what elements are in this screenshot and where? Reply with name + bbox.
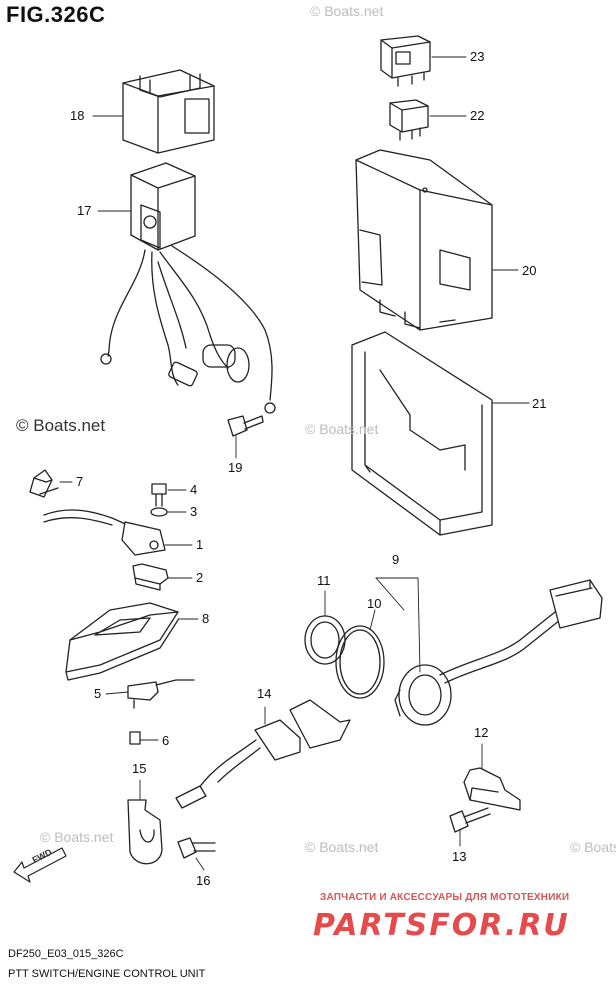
part-16-bolt [177, 837, 216, 859]
callout-12: 12 [474, 725, 489, 740]
figure-title: FIG.326C [6, 2, 106, 27]
watermark-center: © Boats.net [16, 417, 105, 434]
callout-16: 16 [196, 873, 211, 888]
callout-3: 3 [190, 504, 198, 519]
part-14-harness [175, 699, 351, 809]
callout-7: 7 [76, 474, 84, 489]
part-21-ecu-cover [351, 331, 493, 536]
callout-18: 18 [70, 108, 85, 123]
part-8-holder [65, 602, 179, 681]
part-20-ecu [355, 149, 493, 331]
part-3-washer [150, 507, 168, 517]
callout-1: 1 [196, 537, 204, 552]
callout-9: 9 [392, 552, 400, 567]
callout-13: 13 [452, 849, 467, 864]
callout-20: 20 [522, 263, 537, 278]
copyright-icon: © [16, 416, 29, 435]
callout-6: 6 [162, 733, 170, 748]
callout-11: 11 [317, 573, 331, 588]
fwd-arrow-icon [13, 847, 67, 883]
callout-2: 2 [196, 570, 204, 585]
callout-14: 14 [257, 686, 272, 701]
callout-23: 23 [470, 49, 485, 64]
watermark-bottom-right: © Boats.net [305, 839, 379, 855]
shop-brand-logo: PARTSFOR.RU [313, 908, 570, 943]
part-23-relay [380, 35, 431, 87]
part-7-clip [29, 469, 59, 498]
part-22-relay [389, 99, 429, 141]
leader-lines [59, 56, 530, 871]
part-1-sensor [43, 509, 166, 556]
part-5-switch [127, 679, 195, 709]
part-6-bolt [129, 731, 141, 745]
callout-15: 15 [132, 761, 147, 776]
watermark-edge: © Boats.net [570, 839, 616, 855]
part-11-nut [304, 615, 346, 665]
model-code: DF250_E03_015_326C [8, 948, 124, 960]
callout-17: 17 [77, 203, 92, 218]
part-17-relay-unit [100, 162, 276, 414]
watermark-mid: © Boats.net [305, 421, 379, 437]
callout-4: 4 [190, 482, 198, 497]
part-13-bolt [449, 807, 491, 833]
part-2-mount [132, 563, 169, 591]
part-15-clamp [127, 799, 163, 865]
watermark-top: © Boats.net [310, 3, 384, 19]
figure-description: PTT SWITCH/ENGINE CONTROL UNIT [8, 968, 206, 980]
watermark-bottom-left: © Boats.net [40, 829, 114, 845]
callout-5: 5 [94, 686, 102, 701]
callout-10: 10 [367, 596, 382, 611]
part-12-bracket [463, 767, 521, 811]
callout-19: 19 [228, 460, 243, 475]
shop-tagline: ЗАПЧАСТИ И АКСЕССУАРЫ ДЛЯ МОТОТЕХНИКИ [320, 892, 570, 903]
callout-22: 22 [470, 108, 485, 123]
callout-8: 8 [202, 611, 210, 626]
part-4-bolt [151, 483, 167, 507]
callout-21: 21 [532, 396, 547, 411]
part-19-bolt [227, 415, 264, 437]
part-18-cover [122, 69, 215, 154]
part-9-connector [394, 579, 603, 726]
part-10-oring [335, 625, 385, 699]
watermark-center-text: Boats.net [33, 416, 106, 435]
